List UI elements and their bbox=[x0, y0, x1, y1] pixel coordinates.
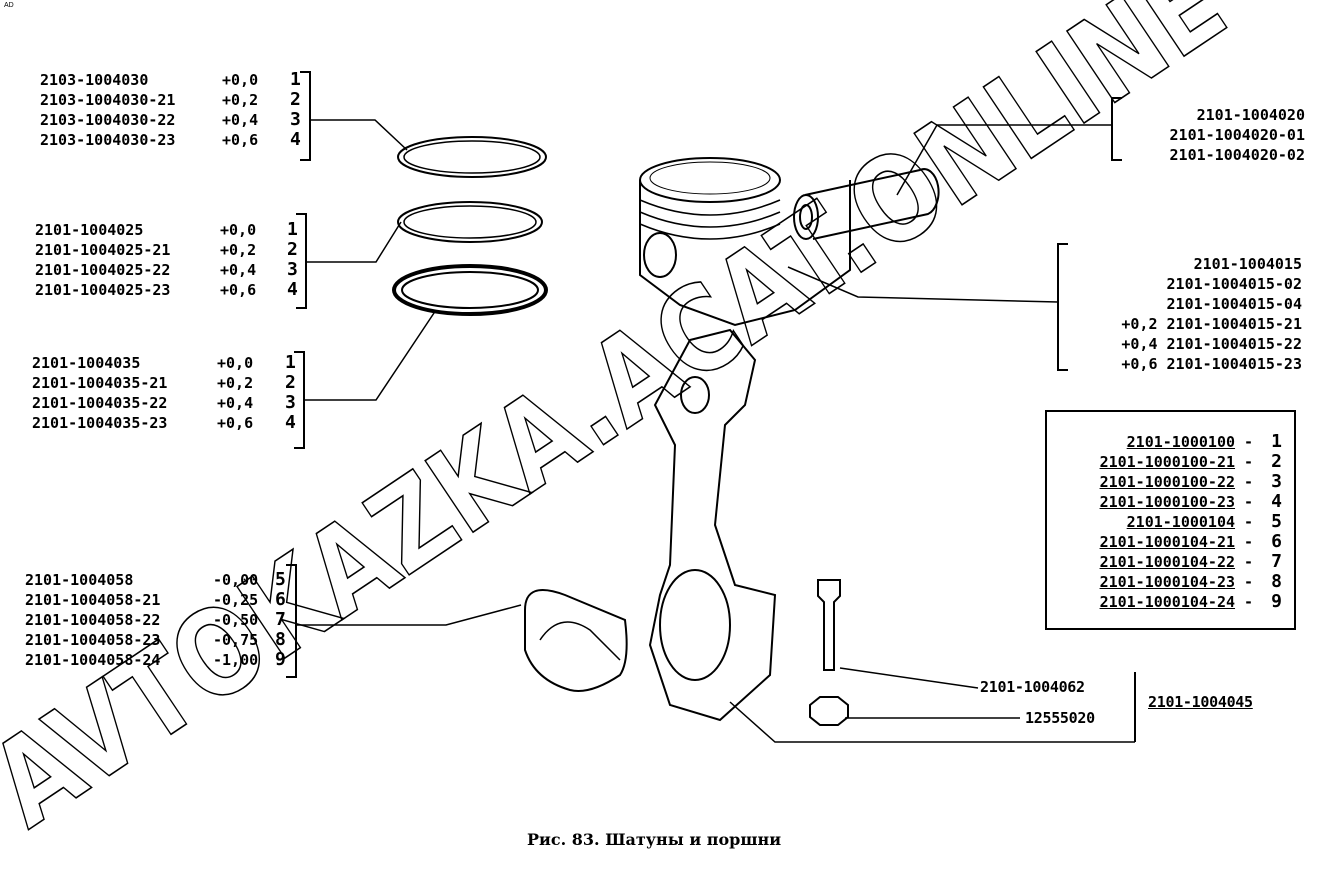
compression-ring-2 bbox=[397, 201, 543, 243]
leader-ring-3 bbox=[304, 309, 437, 401]
list-item: 2101-1000104-23 - 8 bbox=[1099, 571, 1282, 592]
list-item: 2101-1000104 - 5 bbox=[1126, 511, 1282, 532]
list-item: 2101-1004020-02 bbox=[1169, 146, 1305, 164]
set-box: 2101-1000100 - 1 2101-1000100-21 - 2 210… bbox=[1045, 410, 1296, 630]
rod-nut bbox=[809, 696, 849, 726]
list-item: 2101-1004020-01 bbox=[1169, 126, 1305, 144]
corner-mark: AD bbox=[4, 2, 14, 9]
list-item: +0,2 2101-1004015-21 bbox=[1121, 315, 1302, 333]
leader-pin bbox=[896, 124, 1112, 196]
bracket-ring-1 bbox=[300, 71, 311, 161]
list-item: 2101-1004015 bbox=[1193, 255, 1302, 273]
list-item: +0,4 2101-1004015-22 bbox=[1121, 335, 1302, 353]
list-item: +0,6 2101-1004015-23 bbox=[1121, 355, 1302, 373]
list-item: 2101-1000100-22 - 3 bbox=[1099, 471, 1282, 492]
piston bbox=[639, 180, 851, 327]
piston-pin bbox=[804, 168, 940, 240]
list-item: 2101-1004015-02 bbox=[1166, 275, 1302, 293]
list-item: 2101-1004015-04 bbox=[1166, 295, 1302, 313]
bracket-pin bbox=[1111, 97, 1122, 161]
rod-label: 2101-1004045 bbox=[1148, 693, 1253, 711]
bracket-bearing bbox=[286, 564, 297, 678]
leader-ring-1 bbox=[310, 119, 408, 151]
figure-caption: Рис. 83. Шатуны и поршни bbox=[527, 830, 782, 849]
leader-bolt bbox=[839, 667, 979, 689]
list-item: 2101-1000100-23 - 4 bbox=[1099, 491, 1282, 512]
list-item: 2101-1000104-24 - 9 bbox=[1099, 591, 1282, 612]
list-item: 2101-1000104-22 - 7 bbox=[1099, 551, 1282, 572]
nut-label: 12555020 bbox=[1025, 709, 1095, 727]
oil-ring bbox=[392, 264, 548, 316]
connecting-rod bbox=[648, 328, 777, 722]
bracket-piston bbox=[1057, 243, 1068, 371]
list-item: 2101-1004020 bbox=[1196, 106, 1305, 124]
list-item: 2101-1000104-21 - 6 bbox=[1099, 531, 1282, 552]
bracket-ring-2 bbox=[296, 213, 307, 309]
leader-rod bbox=[729, 701, 1135, 743]
rod-bolt bbox=[817, 579, 841, 671]
compression-ring-1 bbox=[397, 136, 547, 178]
piston-group: 2101-1004015 2101-1004015-02 2101-100401… bbox=[1068, 254, 1302, 374]
bearing-shell bbox=[524, 589, 628, 692]
pin-group: 2101-1004020 2101-1004020-01 2101-100402… bbox=[1125, 105, 1305, 165]
leader-ring-2 bbox=[306, 221, 402, 263]
bolt-label: 2101-1004062 bbox=[980, 678, 1085, 696]
set-list: 2101-1000100 - 1 2101-1000100-21 - 2 210… bbox=[1100, 432, 1282, 612]
list-item: 2101-1000100 - 1 bbox=[1126, 431, 1282, 452]
list-item: 2101-1000100-21 - 2 bbox=[1099, 451, 1282, 472]
leader-bearing bbox=[296, 604, 522, 626]
leader-piston bbox=[787, 266, 1059, 303]
